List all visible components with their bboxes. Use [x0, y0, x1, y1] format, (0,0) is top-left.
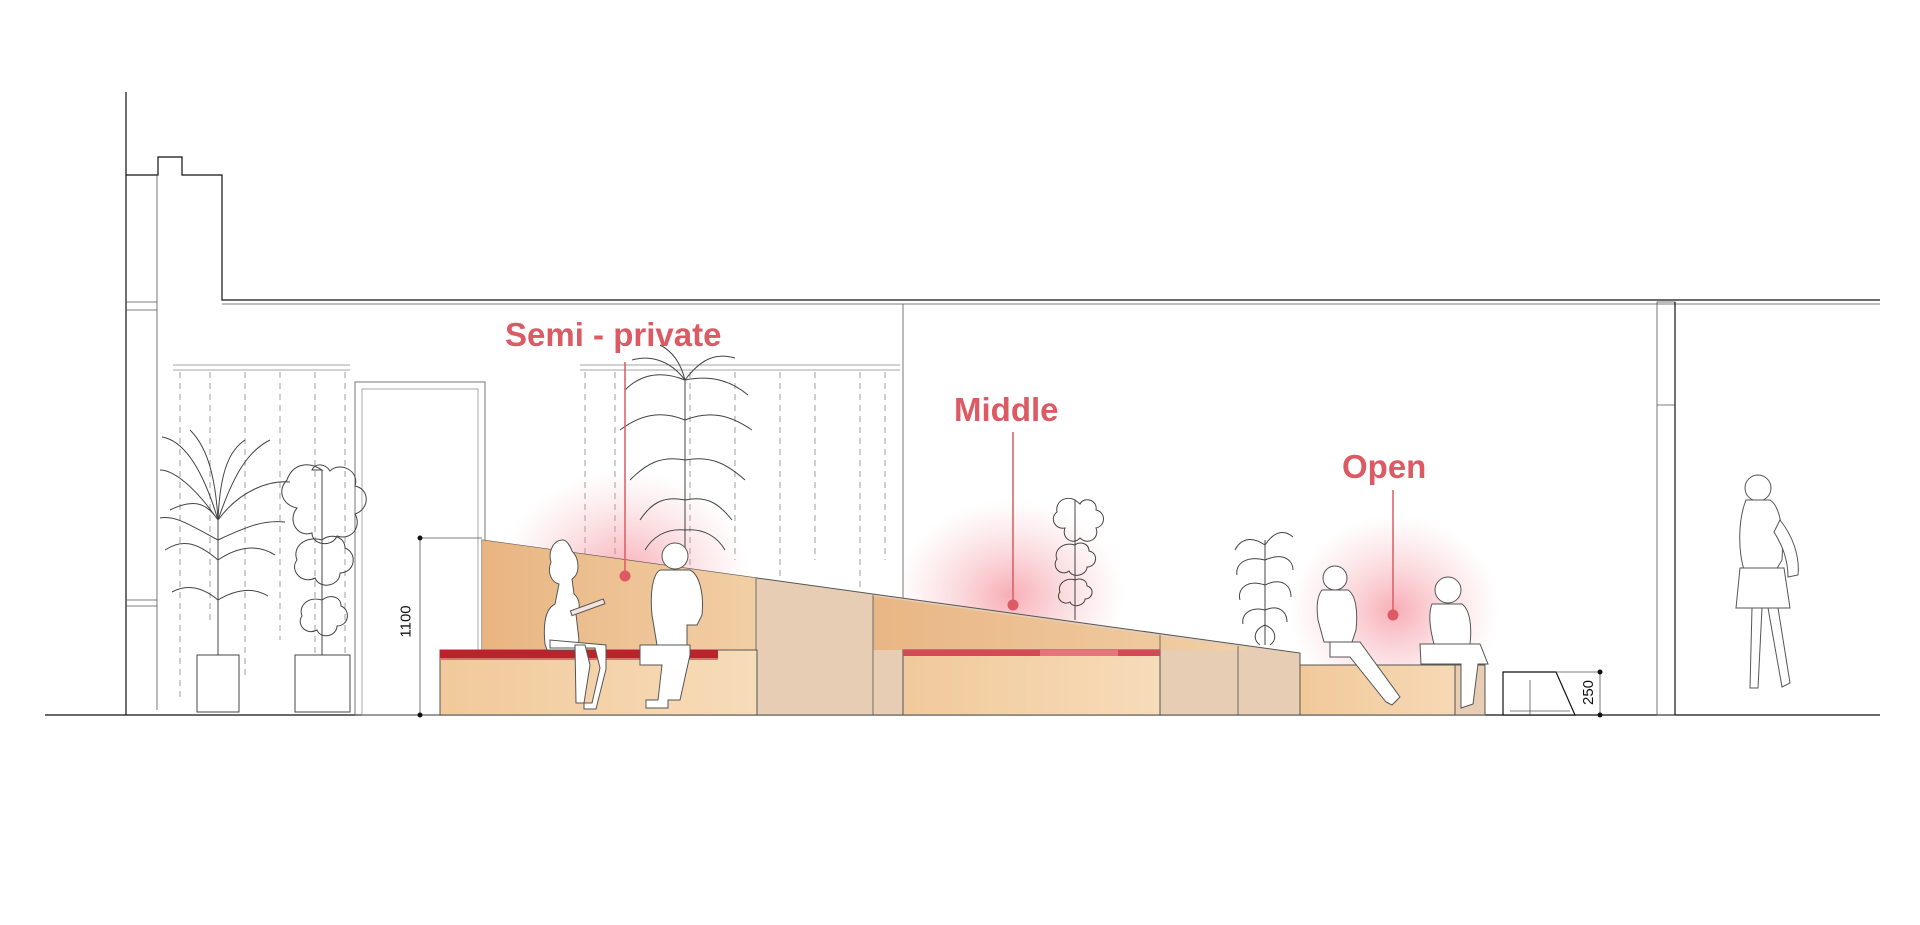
plant-left-tree: [281, 464, 367, 713]
label-middle: Middle: [954, 391, 1059, 428]
person-standing: [1735, 474, 1799, 689]
person-open-right: [1419, 576, 1489, 709]
plant-left-palm: [159, 429, 291, 713]
label-semi-private: Semi - private: [505, 316, 722, 353]
label-open: Open: [1342, 448, 1427, 485]
curtain-left: [173, 364, 350, 700]
dimension-label-250: 250: [1580, 679, 1598, 706]
right-column: [1656, 301, 1676, 716]
plant-open: [1234, 532, 1294, 646]
dimension-250: [1556, 669, 1603, 718]
marker-dot-middle: [1007, 599, 1019, 611]
cushion-middle: [903, 650, 1160, 656]
marker-dot-semi-private: [619, 570, 631, 582]
building-profile: [125, 92, 1880, 301]
zone-markers: [619, 362, 1399, 621]
plant-middle-small: [1052, 497, 1104, 620]
person-seated-left: [543, 539, 607, 710]
person-seated-right: [639, 542, 703, 709]
marker-dot-open: [1387, 609, 1399, 621]
dimension-1100: [417, 535, 482, 718]
plant-middle-palm: [619, 344, 753, 565]
person-open-left: [1316, 565, 1401, 706]
dimension-label-1100: 1100: [397, 605, 415, 638]
